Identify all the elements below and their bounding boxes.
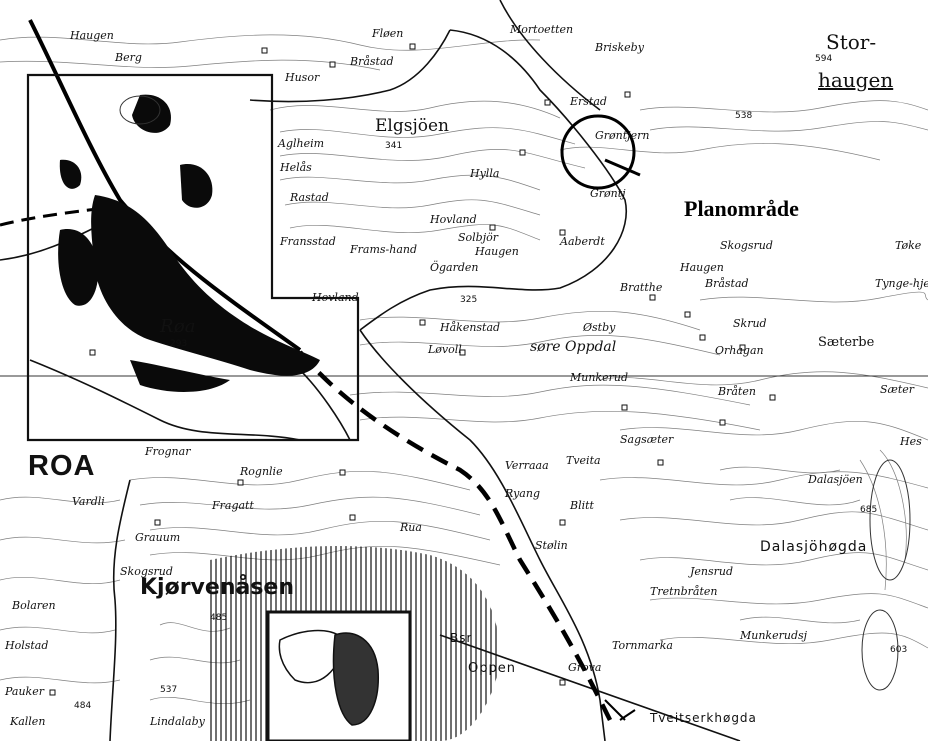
- lakes: [119, 95, 911, 691]
- place-name: Fragatt: [212, 499, 254, 512]
- place-name: Løvoll: [428, 343, 462, 356]
- place-name: Oppen: [468, 661, 516, 676]
- place-name: Hovland: [312, 291, 359, 304]
- place-name: Munkerudsj: [740, 629, 808, 642]
- spot-height: 485: [210, 613, 228, 623]
- place-name: Orhagan: [715, 344, 764, 357]
- peak-label-stor: Stor-: [826, 30, 877, 54]
- place-name: Tretnbråten: [650, 585, 718, 598]
- place-name: Håkenstad: [440, 321, 501, 334]
- place-name: Sæterbe: [818, 335, 875, 350]
- spot-height: 325: [460, 295, 478, 305]
- spot-height: 685: [860, 505, 878, 515]
- peak-label-haugen: haugen: [818, 68, 894, 92]
- place-name: Fransstad: [280, 235, 336, 248]
- settlement-roa: [58, 94, 320, 392]
- place-name: søre Oppdal: [530, 339, 617, 355]
- place-name: Grøntj: [590, 187, 626, 200]
- place-name: Hovland: [430, 213, 477, 226]
- place-name: Berg: [115, 51, 142, 64]
- place-name: Stølin: [535, 539, 568, 552]
- spot-height: 603: [890, 645, 908, 655]
- place-name: Skogsrud: [120, 565, 173, 578]
- place-name: Ögarden: [430, 261, 479, 274]
- area-label-roa: ROA: [28, 450, 96, 482]
- place-name: Rua: [400, 521, 422, 534]
- place-name: Vardli: [72, 495, 105, 508]
- place-name: Lindalaby: [150, 715, 205, 728]
- place-name: Jensrud: [690, 565, 734, 578]
- place-name: Bråstad: [350, 55, 394, 68]
- place-name: Bratthe: [620, 281, 663, 294]
- place-name: Aglheim: [278, 137, 325, 150]
- place-name: Bråten: [718, 385, 756, 398]
- spot-height: 341: [385, 141, 403, 151]
- place-name: Frognar: [145, 445, 191, 458]
- place-name: Grøntjern: [595, 129, 650, 142]
- spot-height: 484: [74, 701, 92, 711]
- place-name: Rognlie: [240, 465, 283, 478]
- buildings: [49, 43, 776, 696]
- place-name: Tveitserkhøgda: [650, 711, 757, 725]
- place-name: Sagsæter: [620, 433, 674, 446]
- place-name: Fløen: [372, 27, 404, 40]
- place-name: Tynge-hjer: [875, 277, 928, 290]
- place-name: Tornmarka: [612, 639, 673, 652]
- planomrade-label-background: [640, 180, 928, 242]
- place-name: Grova: [568, 661, 602, 674]
- place-name: Skogsrud: [720, 239, 773, 252]
- place-name: Kallen: [10, 715, 46, 728]
- place-name: Tveita: [566, 454, 601, 467]
- place-name: Blitt: [570, 499, 594, 512]
- place-name: Munkerud: [570, 371, 628, 384]
- place-name: Ryang: [505, 487, 540, 500]
- place-name: Østby: [583, 321, 616, 334]
- place-name: Mortoetten: [510, 23, 574, 36]
- place-name: Dalasjöhøgda: [760, 539, 868, 555]
- place-name: Haugen: [680, 261, 724, 274]
- main-road: [28, 19, 302, 352]
- planområde-circle: [560, 114, 636, 190]
- place-name: Hes: [900, 435, 922, 448]
- place-name: Dalasjöen: [808, 473, 863, 486]
- place-name: Bsr: [450, 631, 473, 645]
- place-name: Haugen: [70, 29, 114, 42]
- place-name: Pauker: [5, 685, 44, 698]
- spot-height: 594: [815, 54, 833, 64]
- place-name: Hylla: [470, 167, 500, 180]
- contour-lines: [0, 34, 928, 704]
- place-name: Verraaa: [505, 459, 549, 472]
- spot-height: 537: [160, 685, 178, 695]
- planomrade-label: Planområde: [684, 196, 799, 221]
- place-name: Røa: [160, 316, 196, 337]
- place-name: Elgsjöen: [375, 116, 449, 136]
- place-name: Frams-hand: [350, 243, 418, 256]
- spot-height: 293: [170, 339, 188, 349]
- place-name: Aaberdt: [560, 235, 605, 248]
- place-name: Bolaren: [12, 599, 56, 612]
- place-name: Helås: [280, 161, 312, 174]
- place-name: Husor: [285, 71, 320, 84]
- place-name: Bråstad: [705, 277, 749, 290]
- place-name: Solbjör: [458, 231, 499, 244]
- inset-detail: [278, 629, 379, 726]
- access-road: [604, 158, 641, 177]
- place-name: Rastad: [290, 191, 329, 204]
- place-name: Sæter: [880, 383, 915, 396]
- place-name: Haugen: [475, 245, 519, 258]
- place-name: Briskeby: [595, 41, 644, 54]
- spot-height: 538: [735, 111, 753, 121]
- place-name: Holstad: [5, 639, 49, 652]
- inset-boxes: [26, 73, 360, 442]
- place-name: Skrud: [733, 317, 767, 330]
- place-name: Erstad: [570, 95, 607, 108]
- planned-route: [298, 350, 613, 722]
- place-name: Grauum: [135, 531, 181, 544]
- power-line: [604, 699, 626, 721]
- ridge-label-kjorvenasen: Kjørvenåsen: [140, 575, 294, 600]
- place-name: Tøke: [895, 239, 922, 252]
